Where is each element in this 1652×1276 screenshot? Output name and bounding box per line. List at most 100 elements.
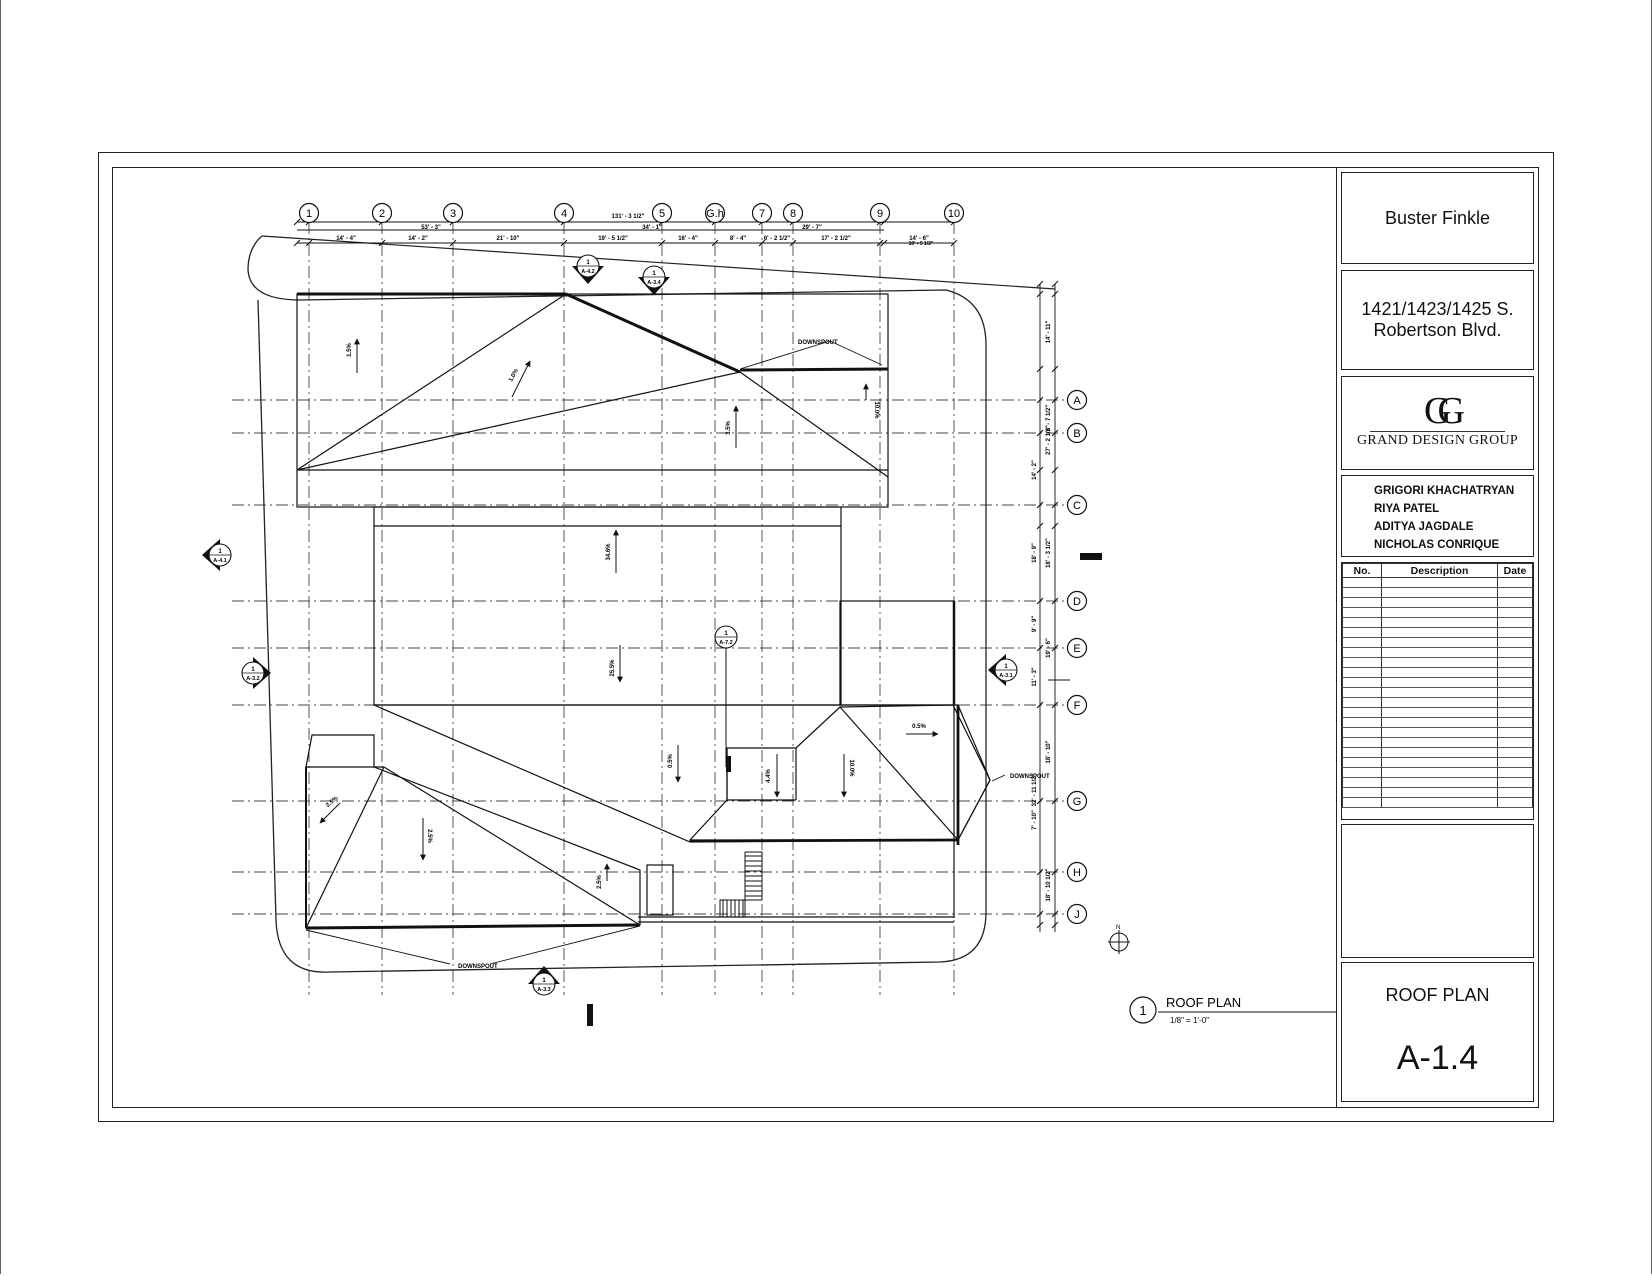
dimension-tick — [1051, 466, 1059, 474]
revision-row — [1342, 727, 1533, 738]
stair-outline — [719, 851, 763, 918]
section-number: 1 — [251, 667, 255, 673]
dimension-tick — [1036, 396, 1044, 404]
revision-cell — [1497, 607, 1533, 618]
revision-row — [1342, 577, 1533, 588]
dimension-text: 6' - 7 1/2" — [1046, 405, 1052, 431]
dimension-tick — [1036, 701, 1044, 709]
grid-bubble-row — [1066, 790, 1088, 812]
revision-cell — [1497, 587, 1533, 598]
grid-label-column: 7 — [759, 208, 765, 220]
wall-marker — [1080, 553, 1102, 560]
address-box: 1421/1423/1425 S. Robertson Blvd. — [1341, 270, 1534, 370]
section-sheet: A-3.1 — [999, 673, 1012, 679]
revision-row — [1342, 767, 1533, 778]
dimension-tick — [758, 239, 766, 247]
top-dimension-lines — [297, 221, 954, 244]
grid-label-row: G — [1073, 796, 1082, 808]
dimension-tick — [1051, 365, 1059, 373]
stair — [719, 851, 763, 918]
stamp-box — [1341, 824, 1534, 958]
grid-label-row: C — [1073, 500, 1081, 512]
revision-row — [1342, 587, 1533, 598]
client-box: Buster Finkle — [1341, 172, 1534, 264]
revision-row — [1342, 627, 1533, 638]
section-mark: 1A-3.3 — [528, 966, 560, 996]
logo-rule — [1370, 431, 1505, 432]
logo-name: GRAND DESIGN GROUP — [1357, 433, 1518, 448]
section-sheet: A-3.2 — [246, 676, 259, 682]
lower-left-roof — [305, 734, 674, 930]
dimension-tick — [880, 239, 888, 247]
revision-cell — [1497, 767, 1533, 778]
slope-label: 2.5% — [325, 795, 340, 809]
slope-label: 10.0% — [873, 401, 879, 419]
dimension-tick — [1036, 290, 1044, 298]
grid-label-column: G.h — [706, 208, 724, 220]
slope-label: 1.0% — [508, 368, 520, 383]
revision-row — [1342, 707, 1533, 718]
section-sheet: A-7.2 — [719, 640, 732, 646]
dimension-text: 21' - 10" — [497, 236, 520, 242]
dimension-tick — [1051, 921, 1059, 929]
grid-label-column: 4 — [561, 208, 567, 220]
dimension-tick — [378, 239, 386, 247]
revision-row — [1342, 597, 1533, 608]
grid-bubble-row — [1066, 637, 1088, 659]
dimension-text: 6' - 2 1/2" — [764, 236, 790, 242]
dimension-text: 14' - 2" — [1032, 460, 1038, 480]
dimension-tick — [876, 239, 884, 247]
north-arrow: N — [1108, 925, 1130, 954]
section-mark: 1A-3.1 — [988, 654, 1018, 686]
revision-cell — [1497, 707, 1533, 718]
dimension-tick — [1036, 644, 1044, 652]
revision-row — [1342, 787, 1533, 798]
dimension-text: 18' - 3 1/2" — [1046, 538, 1052, 568]
revision-cell — [1497, 597, 1533, 608]
dimension-text: 18' - 9" — [1032, 543, 1038, 563]
revision-cell — [1497, 747, 1533, 758]
dimension-text: 34' - 1" — [642, 225, 662, 231]
wall-marker — [726, 756, 731, 772]
rev-header-no: No. — [1342, 563, 1382, 578]
slope-arrow — [319, 802, 341, 824]
rev-header-description: Description — [1381, 563, 1498, 578]
slope-label: 25.5% — [610, 659, 616, 677]
downspout-note: DOWNSPOUT — [798, 340, 838, 346]
revision-cell — [1497, 797, 1533, 808]
dimension-text: 11' - 3" — [1032, 667, 1038, 686]
slope-label: 2.5% — [597, 875, 603, 889]
slope-label: 2.5% — [426, 829, 432, 843]
grid-label-column: 3 — [450, 208, 456, 220]
grid-bubble-column — [553, 202, 575, 224]
grid-label-row: B — [1073, 428, 1080, 440]
section-number: 1 — [586, 260, 590, 266]
dimension-tick — [1036, 797, 1044, 805]
revision-row — [1342, 687, 1533, 698]
dimension-text: 32' - 11 1/2" — [1032, 774, 1038, 807]
dimension-tick — [1051, 910, 1059, 918]
view-number: 1 — [1139, 1003, 1146, 1018]
revision-row — [1342, 677, 1533, 688]
team-member: NICHOLAS CONRIQUE — [1374, 539, 1500, 551]
dimension-tick — [1051, 280, 1059, 288]
team-box: GRIGORI KHACHATRYAN RIYA PATEL ADITYA JA… — [1341, 475, 1534, 557]
revision-row — [1342, 637, 1533, 648]
section-mark: 1A-4.2 — [572, 254, 604, 284]
revision-row — [1342, 737, 1533, 748]
revision-cell — [1497, 647, 1533, 658]
dimension-text: 18' - 10 1/2" — [1046, 868, 1052, 901]
title-block — [1337, 167, 1539, 1108]
dimension-text: 7' - 10" — [1032, 810, 1038, 830]
rev-header-date: Date — [1497, 563, 1533, 578]
section-number: 1 — [218, 549, 222, 555]
dimension-tick — [789, 239, 797, 247]
revision-row — [1342, 747, 1533, 758]
address-line-2: Robertson Blvd. — [1373, 320, 1502, 340]
dimension-tick — [1036, 597, 1044, 605]
revision-cell — [1497, 697, 1533, 708]
dimension-text: 19' - 6" — [1046, 638, 1052, 658]
dimension-tick — [1051, 701, 1059, 709]
section-mark: 1A-4.1 — [202, 539, 232, 571]
downspout-leaders — [305, 340, 1006, 965]
